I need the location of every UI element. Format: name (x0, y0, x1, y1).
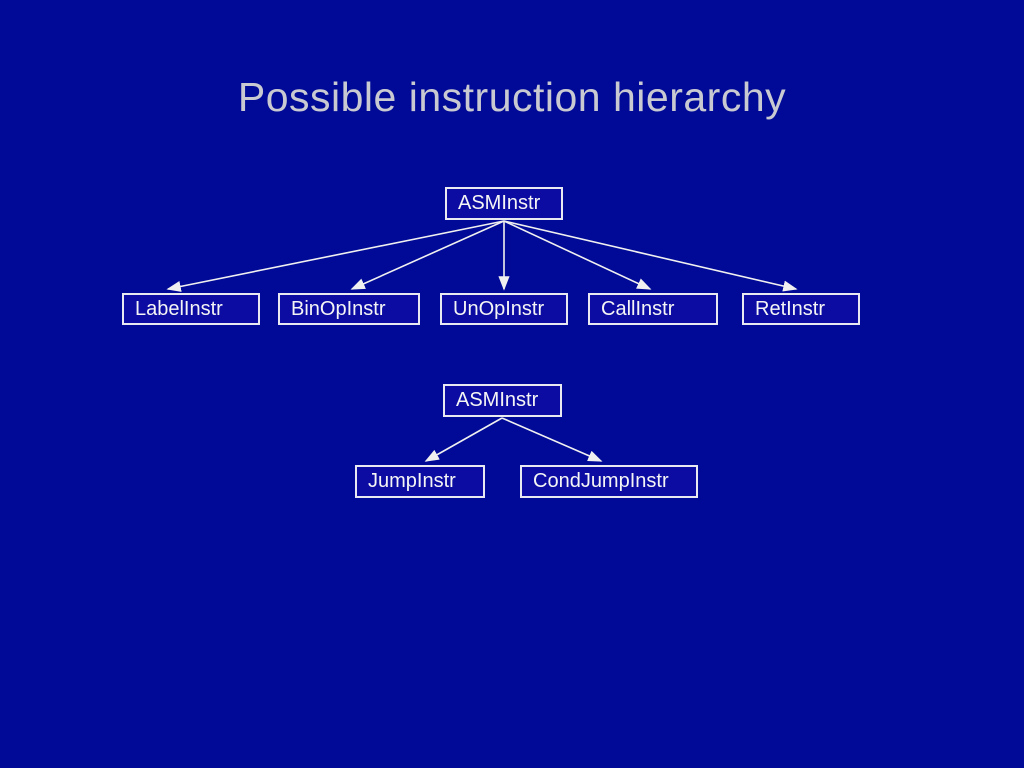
node-asminstr-bottom: ASMInstr (443, 384, 562, 417)
arrow-asminstr-to-callinstr (503, 220, 652, 290)
arrow-asminstr-to-jumpinstr (424, 417, 503, 462)
arrow-asminstr-to-labelinstr (166, 220, 505, 292)
node-unopinstr: UnOpInstr (440, 293, 568, 325)
slide-title: Possible instruction hierarchy (237, 74, 787, 120)
arrow-asminstr-to-retinstr (503, 220, 798, 292)
arrow-asminstr-to-condjumpinstr (501, 417, 603, 462)
node-asminstr-top: ASMInstr (445, 187, 563, 220)
node-condjumpinstr: CondJumpInstr (520, 465, 698, 498)
arrow-asminstr-to-binopinstr (350, 220, 505, 290)
node-jumpinstr: JumpInstr (355, 465, 485, 498)
node-callinstr: CallInstr (588, 293, 718, 325)
node-retinstr: RetInstr (742, 293, 860, 325)
node-binopinstr: BinOpInstr (278, 293, 420, 325)
node-labelinstr: LabelInstr (122, 293, 260, 325)
